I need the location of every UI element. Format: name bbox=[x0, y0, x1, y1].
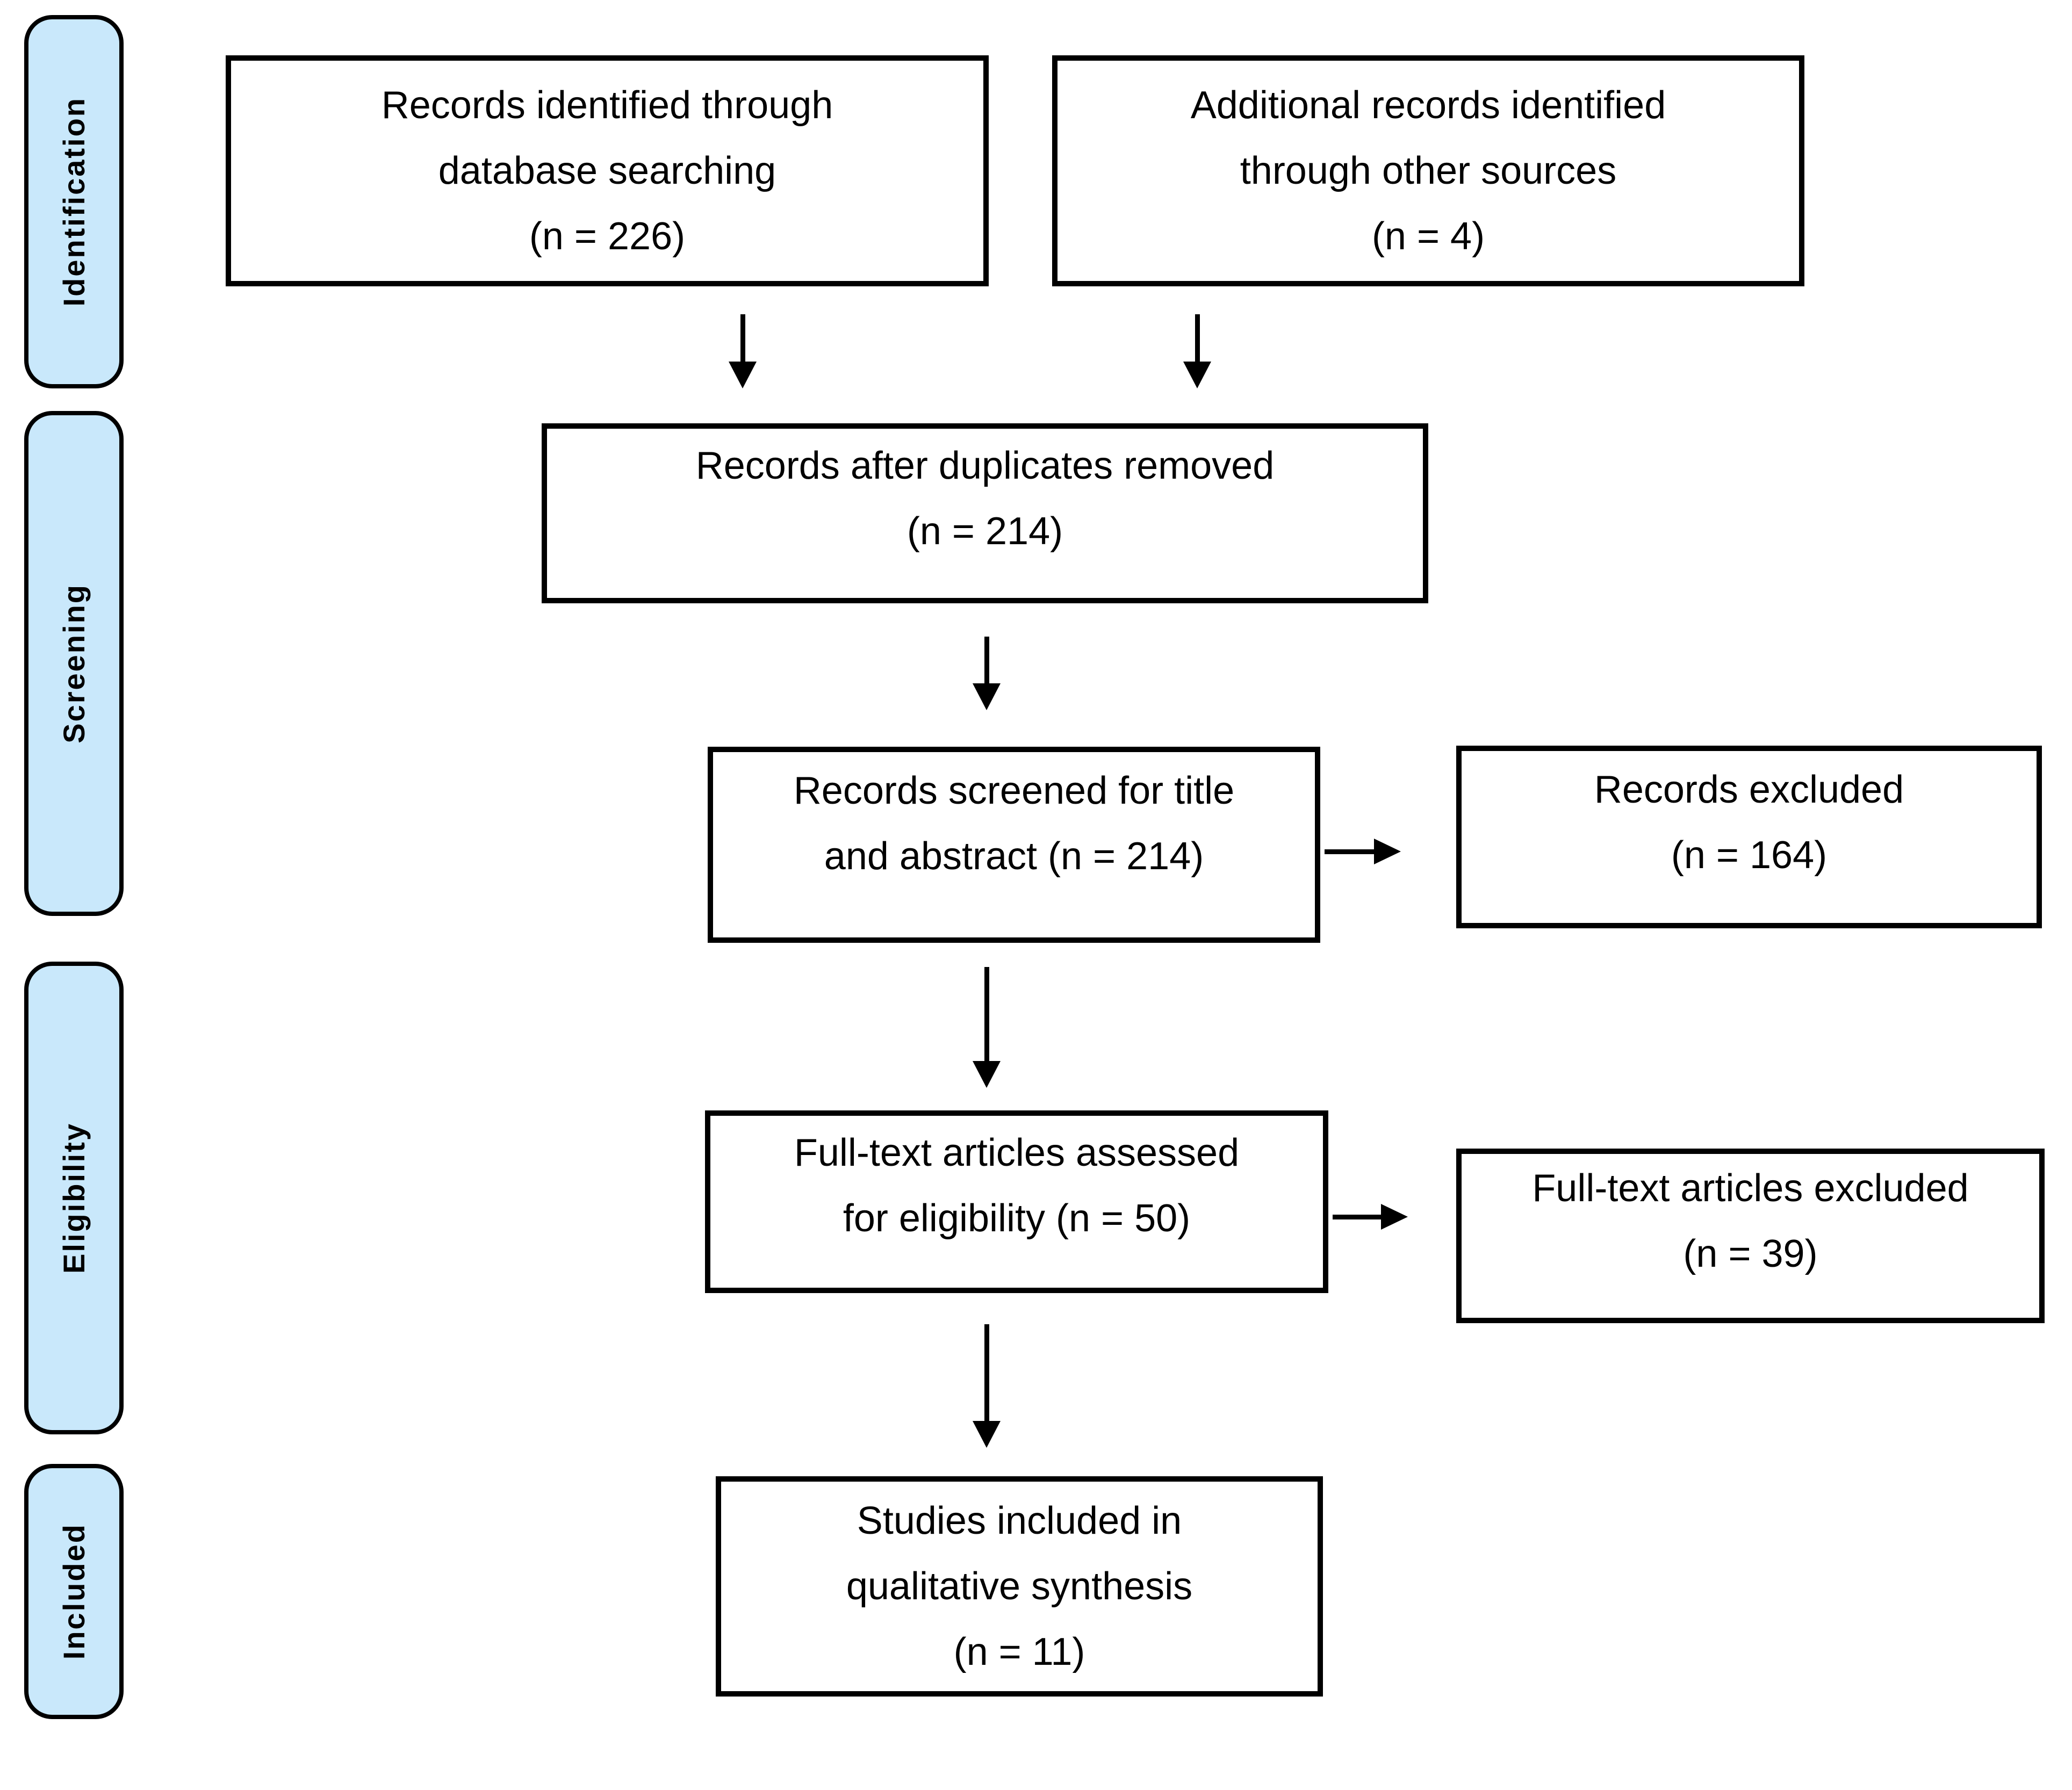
box-line: and abstract (n = 214) bbox=[824, 834, 1204, 878]
phase-pill-identification: Identification bbox=[24, 15, 124, 388]
arrow-down-icon bbox=[1183, 362, 1211, 388]
arrow-additional-records-to-after-duplicates bbox=[1183, 314, 1211, 388]
arrow-right-icon bbox=[1381, 1204, 1408, 1230]
arrow-shaft bbox=[984, 1324, 989, 1421]
phase-pill-screening: Screening bbox=[24, 411, 124, 916]
box-count: (n = 214) bbox=[906, 510, 1063, 553]
arrow-screened-to-fulltext-assessed bbox=[973, 967, 1001, 1088]
phase-label-eligibility: Eligibility bbox=[57, 1122, 91, 1274]
flow-box-fulltext-excluded: Full-text articles excluded (n = 39) bbox=[1456, 1149, 2045, 1323]
box-count: (n = 11) bbox=[953, 1630, 1085, 1673]
arrow-down-icon bbox=[973, 683, 1001, 710]
box-line: Records after duplicates removed bbox=[695, 444, 1275, 487]
flow-box-records-excluded: Records excluded (n = 164) bbox=[1456, 746, 2042, 928]
box-line: through other sources bbox=[1240, 149, 1617, 192]
flow-box-screened: Records screened for title and abstract … bbox=[708, 747, 1320, 943]
arrow-down-icon bbox=[973, 1061, 1001, 1088]
box-count: (n = 164) bbox=[1671, 833, 1828, 877]
flow-box-fulltext-assessed: Full-text articles assessed for eligibil… bbox=[705, 1110, 1328, 1293]
arrow-shaft bbox=[1195, 314, 1200, 362]
flow-box-included-studies: Studies included in qualitative synthesi… bbox=[716, 1476, 1323, 1697]
arrow-after-duplicates-to-screened bbox=[973, 637, 1001, 710]
flow-box-after-duplicates: Records after duplicates removed (n = 21… bbox=[542, 423, 1428, 603]
flow-box-additional-records: Additional records identified through ot… bbox=[1052, 55, 1804, 286]
box-line: Records identified through bbox=[381, 84, 833, 127]
phase-pill-eligibility: Eligibility bbox=[24, 962, 124, 1434]
box-count: (n = 226) bbox=[529, 215, 686, 258]
arrow-right-icon bbox=[1374, 839, 1401, 864]
arrow-records-identified-to-after-duplicates bbox=[729, 314, 757, 388]
box-line: Records excluded bbox=[1594, 768, 1904, 811]
box-line: database searching bbox=[438, 149, 776, 192]
phase-label-included: Included bbox=[57, 1523, 91, 1660]
box-line: Studies included in bbox=[857, 1499, 1182, 1542]
arrow-fulltext-assessed-to-included-studies bbox=[973, 1324, 1001, 1448]
box-count: (n = 39) bbox=[1683, 1232, 1818, 1275]
box-line: qualitative synthesis bbox=[846, 1565, 1193, 1608]
box-line: Additional records identified bbox=[1190, 84, 1666, 127]
box-count: (n = 4) bbox=[1371, 215, 1485, 258]
box-line: Full-text articles excluded bbox=[1532, 1167, 1969, 1210]
flow-box-records-identified: Records identified through database sear… bbox=[226, 55, 989, 286]
phase-label-screening: Screening bbox=[57, 583, 91, 744]
phase-label-identification: Identification bbox=[57, 97, 91, 307]
arrow-shaft bbox=[740, 314, 745, 362]
arrow-screened-to-records-excluded bbox=[1325, 839, 1401, 864]
phase-pill-included: Included bbox=[24, 1464, 124, 1719]
arrow-shaft bbox=[984, 637, 989, 683]
box-line: for eligibility (n = 50) bbox=[843, 1197, 1191, 1240]
box-line: Full-text articles assessed bbox=[794, 1131, 1240, 1174]
box-line: Records screened for title bbox=[793, 769, 1235, 812]
arrow-shaft bbox=[1333, 1214, 1381, 1219]
arrow-shaft bbox=[984, 967, 989, 1061]
arrow-down-icon bbox=[729, 362, 757, 388]
arrow-shaft bbox=[1325, 849, 1374, 854]
arrow-down-icon bbox=[973, 1421, 1001, 1448]
arrow-fulltext-assessed-to-fulltext-excluded bbox=[1333, 1204, 1408, 1230]
